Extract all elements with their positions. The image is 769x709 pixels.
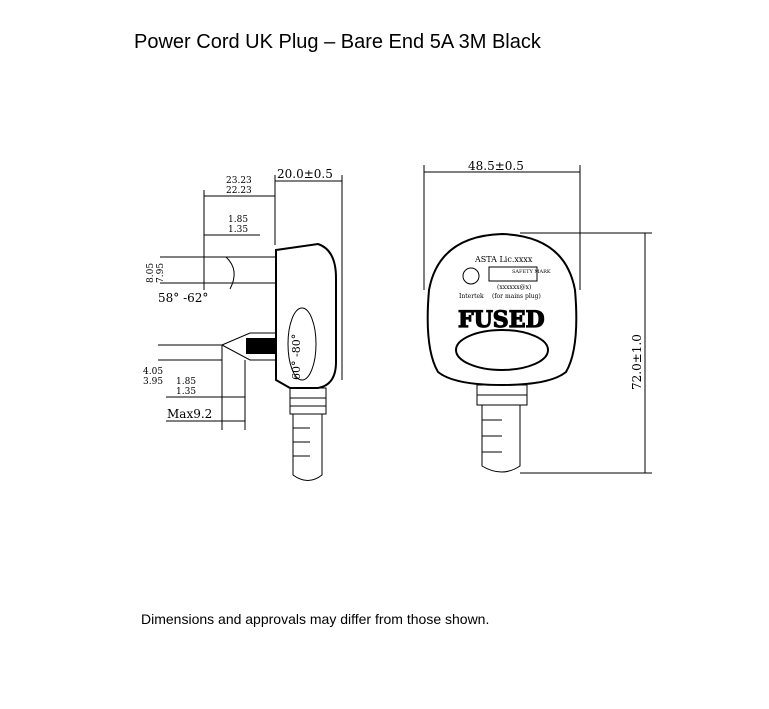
body-grip-oval <box>287 307 317 381</box>
safety-mark: SAFETY MARK <box>512 269 551 275</box>
serial-text: (xxxxxx@x) <box>497 284 531 291</box>
dim-pin-height-lower: 7.95 <box>156 263 166 283</box>
upper-pin <box>203 256 277 284</box>
dim-angle-top: 58° -62° <box>158 291 208 305</box>
dim-pin-outer-lower: 22.23 <box>226 186 252 196</box>
dim-height: 72.0±1.0 <box>630 334 644 390</box>
dim-lower-thick-lower: 1.35 <box>176 387 196 397</box>
dim-lower-thick-upper: 1.85 <box>176 377 196 387</box>
dim-max: Max9.2 <box>167 407 212 421</box>
fused-label: FUSED <box>458 307 545 333</box>
cord-strain-relief <box>481 405 521 473</box>
dim-pin-outer-upper: 23.23 <box>226 176 252 186</box>
certifier: Intertek <box>459 293 484 300</box>
dim-lower-pin-lower: 3.95 <box>143 377 163 387</box>
dim-angle-body: 60° -80° <box>290 334 303 380</box>
license-text: ASTA Lic.xxxx <box>474 255 533 264</box>
dim-top-width: 20.0±0.5 <box>277 167 333 181</box>
side-view: 20.0±0.5 23.23 22.23 1.85 1.35 8.05 7.95… <box>143 167 343 481</box>
page-title: Power Cord UK Plug – Bare End 5A 3M Blac… <box>134 31 541 53</box>
kitemark-icon <box>462 267 480 285</box>
dim-width: 48.5±0.5 <box>468 159 524 173</box>
dim-pin-thick-lower: 1.35 <box>228 225 248 235</box>
angle-arc <box>225 256 235 290</box>
usage-text: (for mains plug) <box>492 293 541 300</box>
cord-strain-relief <box>292 414 323 481</box>
grip-oval <box>455 329 549 371</box>
footnote: Dimensions and approvals may differ from… <box>141 611 490 627</box>
dim-pin-thick-upper: 1.85 <box>228 215 248 225</box>
safety-mark-box <box>488 266 538 282</box>
dim-pin-height-upper: 8.05 <box>146 263 156 283</box>
front-view: 48.5±0.5 72.0±1.0 ASTA Lic.xxxx SAFETY M… <box>423 159 652 474</box>
dim-lower-pin-upper: 4.05 <box>143 367 163 377</box>
cord-neck <box>289 387 327 415</box>
plug-body-side <box>275 242 337 389</box>
pin-sleeve <box>246 338 276 354</box>
